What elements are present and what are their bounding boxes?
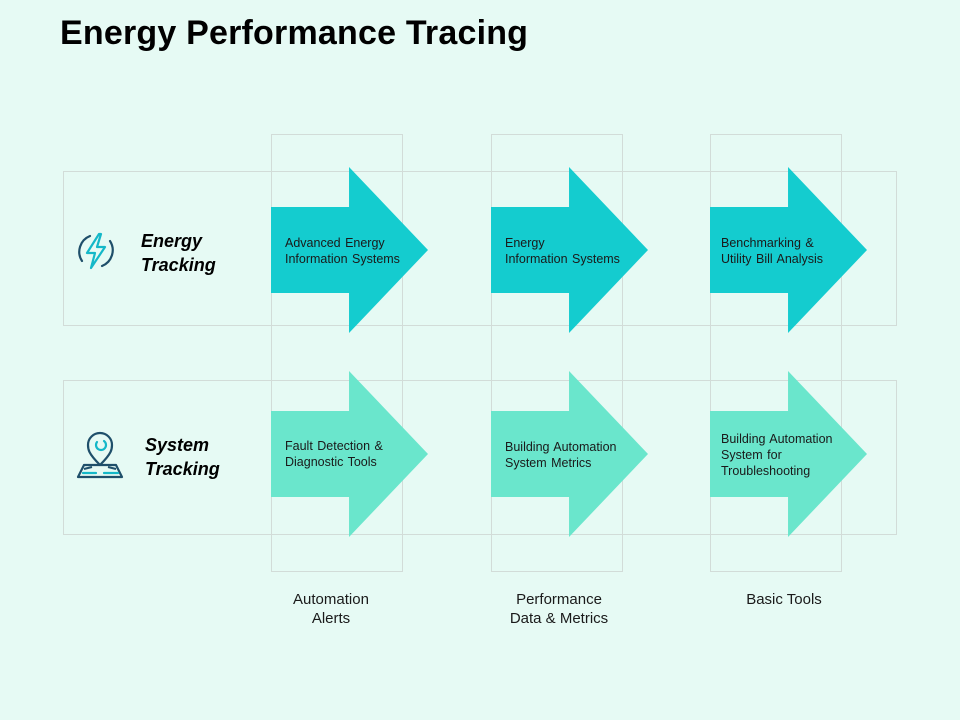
lightning-bolt-icon bbox=[76, 229, 116, 278]
column-label-line: Automation bbox=[293, 591, 369, 608]
arrow-text-line: Building Automation bbox=[505, 440, 617, 454]
row-label-line1: System bbox=[145, 435, 210, 455]
arrow-text-energy-3: Benchmarking & Utility Bill Analysis bbox=[721, 235, 871, 267]
row-frame-system bbox=[63, 380, 897, 535]
row-label-system-tracking: System Tracking bbox=[145, 433, 220, 481]
row-frame-energy bbox=[63, 171, 897, 326]
arrow-text-system-2: Building Automation System Metrics bbox=[505, 439, 655, 471]
arrow-text-system-1: Fault Detection & Diagnostic Tools bbox=[285, 438, 435, 470]
column-frame-2 bbox=[491, 134, 623, 572]
arrow-text-energy-2: Energy Information Systems bbox=[505, 235, 655, 267]
column-label-automation-alerts: Automation Alerts bbox=[251, 590, 411, 628]
arrow-text-line: Utility Bill Analysis bbox=[721, 252, 824, 266]
arrow-text-line: Information Systems bbox=[505, 252, 620, 266]
arrow-text-energy-1: Advanced Energy Information Systems bbox=[285, 235, 435, 267]
column-frame-3 bbox=[710, 134, 842, 572]
column-label-basic-tools: Basic Tools bbox=[704, 590, 864, 609]
arrow-text-line: Energy bbox=[505, 236, 545, 250]
arrow-text-line: Diagnostic Tools bbox=[285, 455, 377, 469]
arrow-text-line: Information Systems bbox=[285, 252, 400, 266]
page-title: Energy Performance Tracing bbox=[60, 14, 529, 52]
column-label-performance-data: Performance Data & Metrics bbox=[479, 590, 639, 628]
column-label-line: Alerts bbox=[311, 610, 351, 627]
arrow-text-system-3: Building Automation System for Troublesh… bbox=[721, 431, 871, 479]
arrow-text-line: Building Automation bbox=[721, 432, 833, 446]
row-label-line2: Tracking bbox=[141, 255, 216, 275]
arrow-text-line: Benchmarking & bbox=[721, 236, 814, 250]
arrow-text-line: System for bbox=[721, 448, 782, 462]
column-label-line: Basic Tools bbox=[746, 591, 822, 608]
location-pin-map-icon bbox=[74, 431, 128, 486]
arrow-text-line: Fault Detection & bbox=[285, 439, 383, 453]
column-label-line: Performance bbox=[516, 591, 602, 608]
arrow-text-line: Troubleshooting bbox=[721, 464, 811, 478]
arrow-text-line: Advanced Energy bbox=[285, 236, 385, 250]
arrow-text-line: System Metrics bbox=[505, 456, 592, 470]
column-frame-1 bbox=[271, 134, 403, 572]
row-label-energy-tracking: Energy Tracking bbox=[141, 229, 216, 277]
column-label-line: Data & Metrics bbox=[509, 610, 609, 627]
row-label-line1: Energy bbox=[141, 231, 203, 251]
row-label-line2: Tracking bbox=[145, 459, 220, 479]
